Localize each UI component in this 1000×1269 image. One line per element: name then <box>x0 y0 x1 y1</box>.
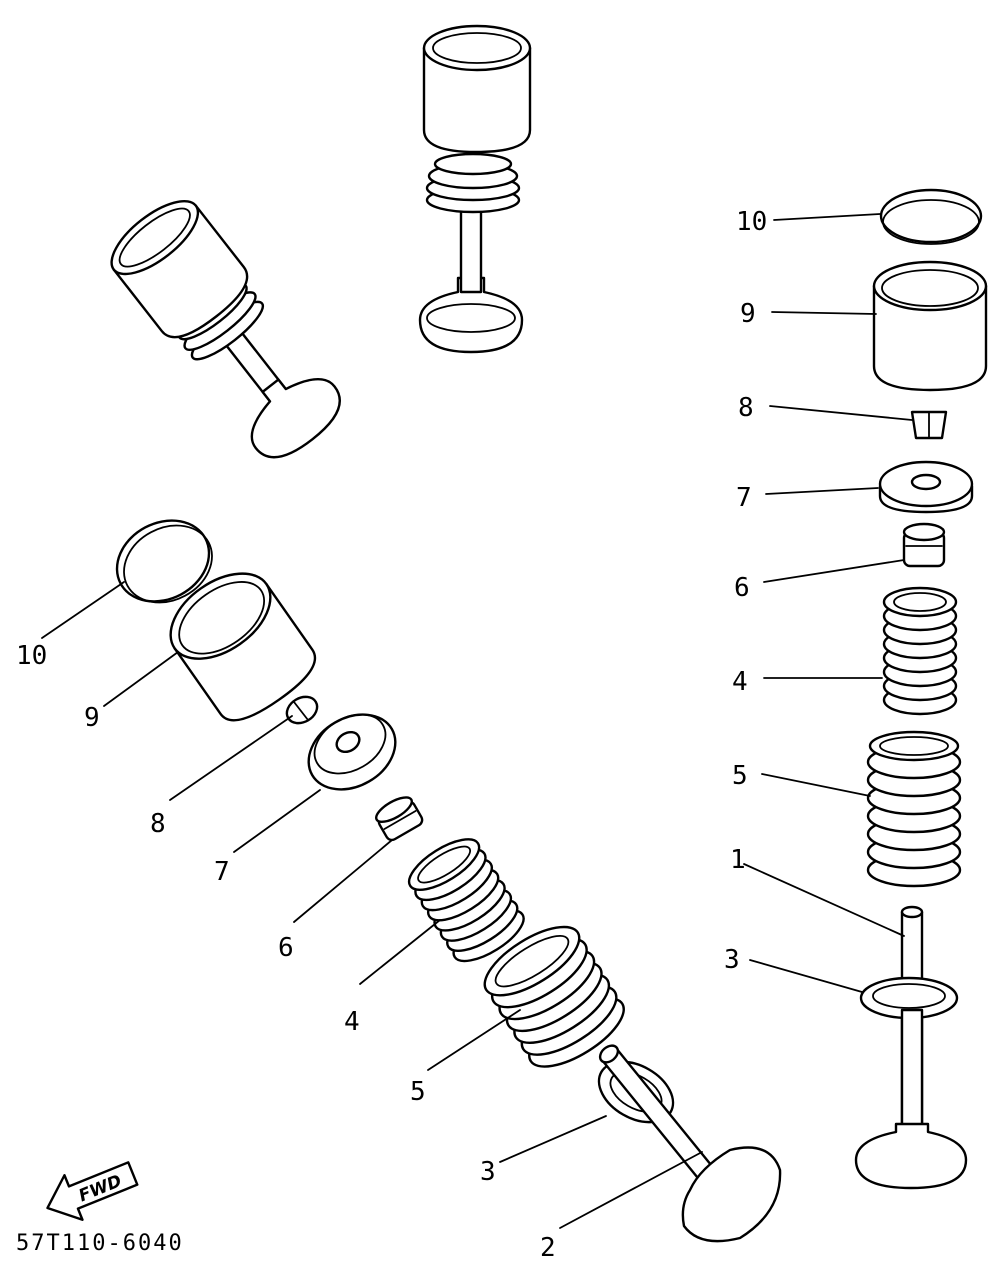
callout-right-6: 6 <box>734 573 750 603</box>
callout-left-5: 5 <box>410 1077 426 1107</box>
right-exploded-assembly <box>854 188 988 1190</box>
callout-right-3: 3 <box>724 945 740 975</box>
bucket-left <box>169 572 317 722</box>
valve-left <box>597 1044 782 1243</box>
shim-right <box>879 188 983 245</box>
callout-left-9: 9 <box>84 703 100 733</box>
callout-right-8: 8 <box>738 393 754 423</box>
callout-left-6: 6 <box>278 933 294 963</box>
callout-left-2: 2 <box>540 1233 556 1263</box>
inner-spring-left <box>407 838 525 963</box>
outer-spring-left <box>483 925 625 1068</box>
stem-seal-left <box>375 796 424 842</box>
callout-right-4: 4 <box>732 667 748 697</box>
callout-left-7: 7 <box>214 857 230 887</box>
leader-lines <box>41 213 913 1229</box>
bucket-right <box>872 260 988 392</box>
inner-spring-right <box>882 586 958 716</box>
callout-left-10: 10 <box>16 641 47 671</box>
callout-right-7: 7 <box>736 483 752 513</box>
cotters-left <box>285 695 319 725</box>
assembled-valve-upper-left <box>110 199 341 459</box>
callout-right-1: 1 <box>730 845 746 875</box>
callout-right-9: 9 <box>740 299 756 329</box>
outer-spring-right <box>866 730 962 888</box>
callouts-right: 10 9 8 7 6 4 5 1 3 <box>724 207 767 975</box>
part-code: 57T110-6040 <box>16 1231 184 1256</box>
left-exploded-assembly <box>115 519 782 1243</box>
cotters-right <box>910 410 948 440</box>
callout-right-10: 10 <box>736 207 767 237</box>
valve-right <box>854 905 968 1190</box>
fwd-direction-arrow: FWD <box>46 1161 139 1221</box>
assembled-valve-top-center <box>418 24 532 354</box>
callout-right-5: 5 <box>732 761 748 791</box>
stem-seal-right <box>902 522 946 568</box>
retainer-left <box>307 713 397 791</box>
callout-left-3: 3 <box>480 1157 496 1187</box>
callouts-left: 10 9 8 7 6 4 5 3 2 <box>16 641 556 1263</box>
callout-left-8: 8 <box>150 809 166 839</box>
retainer-right <box>878 460 974 514</box>
callout-left-4: 4 <box>344 1007 360 1037</box>
